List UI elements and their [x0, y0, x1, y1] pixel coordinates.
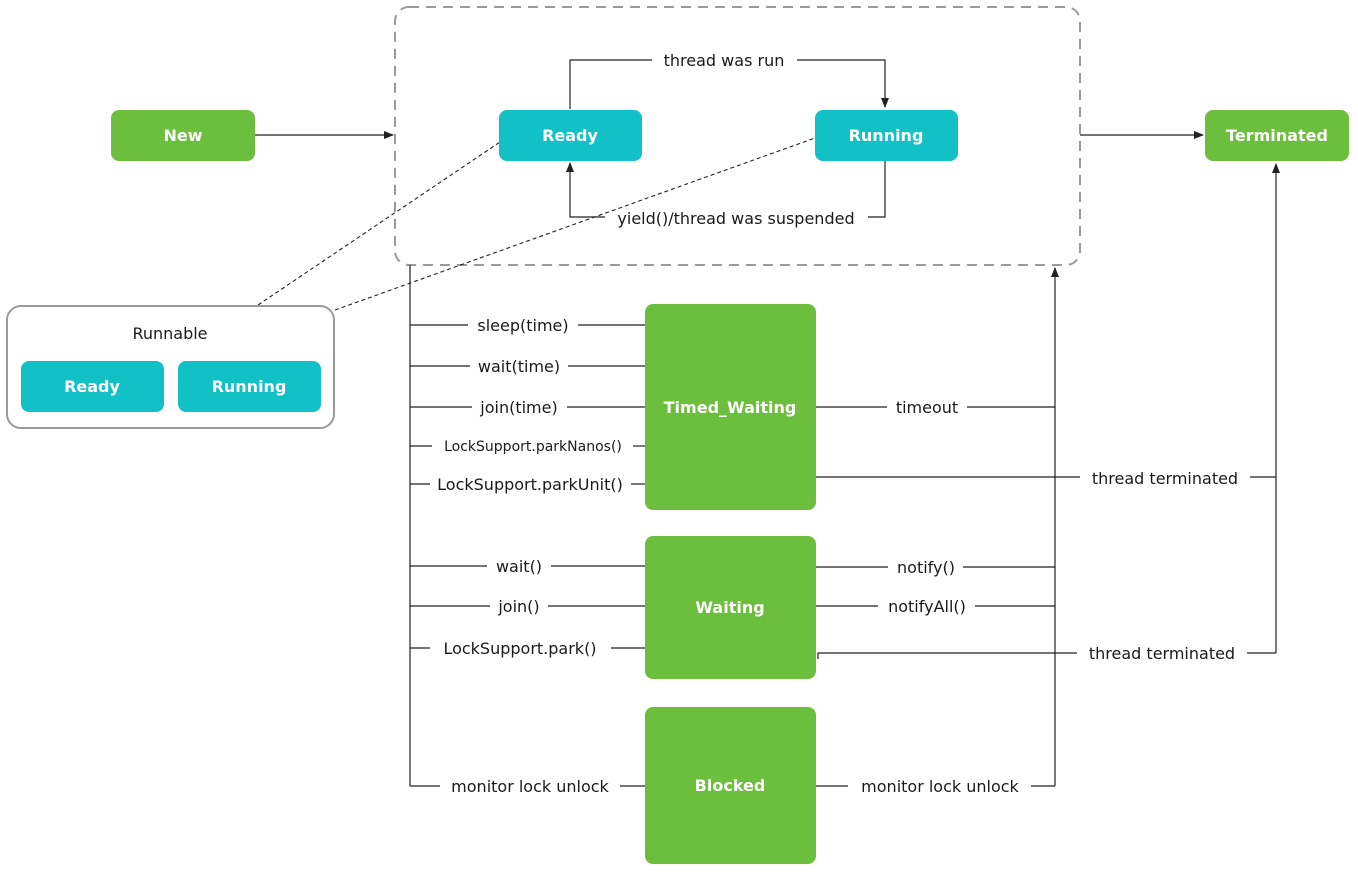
label-park-nanos: LockSupport.parkNanos() — [444, 439, 622, 455]
label-wait-time: wait(time) — [478, 357, 560, 376]
runnable-legend-title: Runnable — [132, 324, 207, 343]
dashed-link-running — [334, 137, 816, 311]
dashed-link-ready — [257, 141, 501, 306]
label-monitor-lock-unlock-out: monitor lock unlock — [861, 777, 1019, 796]
label-notify: notify() — [897, 558, 955, 577]
runnable-group-border — [394, 6, 1081, 266]
node-waiting-label: Waiting — [695, 598, 764, 617]
edge-yield-suspended-tail — [566, 162, 605, 218]
node-running-label: Running — [849, 126, 924, 145]
edge-yield-suspended — [868, 161, 886, 218]
node-blocked: Blocked — [645, 707, 816, 864]
label-yield-suspended: yield()/thread was suspended — [617, 209, 854, 228]
node-blocked-label: Blocked — [695, 776, 766, 795]
label-park: LockSupport.park() — [443, 639, 596, 658]
node-running: Running — [815, 110, 958, 161]
node-waiting: Waiting — [645, 536, 816, 679]
label-thread-terminated-1: thread terminated — [1092, 469, 1238, 488]
label-sleep-time: sleep(time) — [477, 316, 568, 335]
node-new-label: New — [163, 126, 202, 145]
label-monitor-lock-unlock-in: monitor lock unlock — [451, 777, 609, 796]
label-wait: wait() — [496, 557, 542, 576]
node-timed-waiting-label: Timed_Waiting — [664, 398, 797, 417]
node-terminated-label: Terminated — [1226, 126, 1328, 145]
label-park-unit: LockSupport.parkUnit() — [437, 475, 623, 494]
node-ready: Ready — [499, 110, 642, 161]
label-timeout: timeout — [896, 398, 958, 417]
label-notify-all: notifyAll() — [888, 597, 966, 616]
runnable-legend-running-label: Running — [212, 377, 287, 396]
label-thread-terminated-2: thread terminated — [1089, 644, 1235, 663]
edge-thread-was-run-tail — [797, 59, 889, 108]
runnable-legend-ready-box — [21, 361, 164, 412]
node-terminated: Terminated — [1205, 110, 1349, 161]
node-timed-waiting: Timed_Waiting — [645, 304, 816, 510]
label-thread-was-run: thread was run — [664, 51, 785, 70]
label-join-time: join(time) — [479, 398, 557, 417]
node-new: New — [111, 110, 255, 161]
edge-thread-was-run — [569, 59, 652, 109]
edge-w-terminated-left — [817, 652, 1077, 659]
runnable-legend-running-box — [178, 361, 321, 412]
runnable-legend: Runnable Ready Running — [6, 305, 335, 429]
runnable-legend-ready-label: Ready — [64, 377, 120, 396]
node-ready-label: Ready — [542, 126, 598, 145]
label-join: join() — [497, 597, 539, 616]
